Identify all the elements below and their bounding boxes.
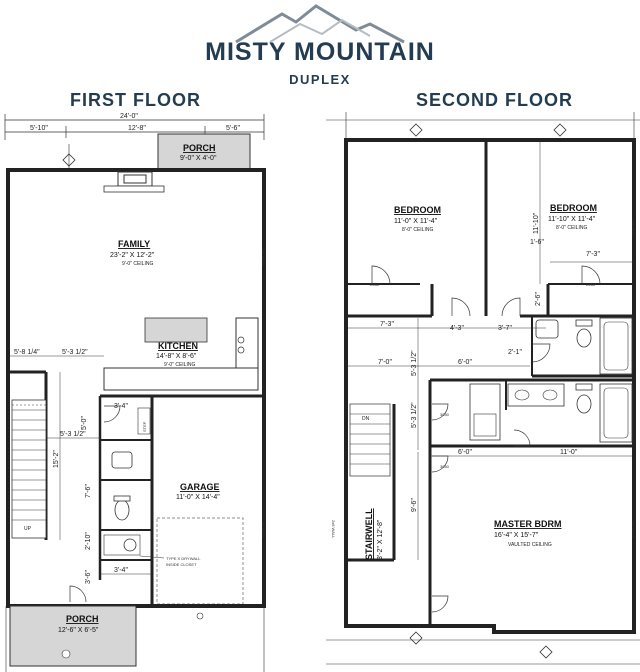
porch-bottom-name: PORCH [66,614,99,624]
dim-2-6: 2'-6" [535,292,542,306]
dim-5-3b: 5'-3 1/2" [60,431,86,438]
dim-5-3d: 5'-3 1/2" [411,402,418,428]
stair-dn-label: DN [362,416,370,422]
dim-left: 5'-10" [30,125,48,132]
bedroom-left-name: BEDROOM [394,205,441,215]
dim-9-6: 9'-6" [411,498,418,512]
tag-window-1: 3050 [440,412,450,417]
dim-3-7: 3'-7" [498,325,512,332]
mountain-logo [235,4,405,44]
bedroom-left-size: 11'-0" X 11'-4" [394,218,438,225]
step-label: STEP [142,421,147,432]
bedroom-right-ceiling: 8'-0" CEILING [556,225,587,231]
dim-5-3a: 5'-3 1/2" [62,349,88,356]
dim-2-10: 2'-10" [85,532,92,550]
family-name: FAMILY [118,239,150,249]
dim-2-1: 2'-1" [508,349,522,356]
dim-6-0a: 6'-0" [458,359,472,366]
kitchen-size: 14'-8" X 8'-6" [156,353,197,360]
dim-15-2: 15'-2" [53,450,60,468]
brand-title: MISTY MOUNTAIN [205,38,435,66]
kitchen-ceiling: 9'-0" CEILING [164,362,195,368]
drywall-note-2: INSIDE CLOSET [166,562,197,567]
first-floor-plan: 24'-0" 5'-10" 12'-8" 5'-6" PORCH 9'-0" X… [4,113,266,672]
garage-size: 11'-0" X 14'-4" [176,494,220,501]
second-floor-plan: BEDROOM 11'-0" X 11'-4" 8'-0" CEILING BE… [326,112,640,665]
dim-5-3c: 5'-3 1/2" [411,350,418,376]
porch-top-name: PORCH [183,143,216,153]
stairwell-size: 3'-2" X 12'-8" [377,519,384,560]
dim-5-0: 5'-0" [81,416,88,430]
dim-7-0: 7'-0" [378,359,392,366]
master-ceiling: VAULTED CEILING [508,542,552,548]
second-floor-title: SECOND FLOOR [416,90,574,110]
master-size: 16'-4" X 15'-7" [494,532,539,539]
porch-top-size: 9'-0" X 4'-0" [180,155,217,162]
dim-3-4a: 3'-4" [114,403,128,410]
dim-11-0: 11'-0" [560,449,578,456]
dim-6-0b: 6'-0" [458,449,472,456]
dim-3-6: 3'-6" [85,570,92,584]
tag-door-2: 2668 [586,282,596,287]
second-wall-label-2: 2x6 WALL [631,520,636,539]
dim-4-3: 4'-3" [450,325,464,332]
porch-bottom-size: 12'-6" X 6'-5" [58,627,99,634]
bedroom-right-name: BEDROOM [550,203,597,213]
tag-door-1: 2668 [370,282,380,287]
dim-5-8: 5'-8 1/4" [14,349,40,356]
first-floor-title: FIRST FLOOR [70,90,201,110]
drywall-note-1: TYPE X DRYWALL [166,556,201,561]
dim-7-6: 7'-6" [85,484,92,498]
stairwell-name: STAIRWELL [364,508,374,560]
dim-mid: 12'-8" [128,125,146,132]
kitchen-name: KITCHEN [158,341,198,351]
stair-up-label: UP [24,526,32,532]
dim-11-10: 11'-10" [533,212,540,234]
tag-window-2: 3050 [440,464,450,469]
dim-right: 5'-6" [226,125,240,132]
dim-1-6: 1'-6" [530,239,544,246]
first-wall-label-1: 2x6 WALL [261,248,266,267]
family-ceiling: 9'-0" CEILING [122,261,153,267]
dim-7-3a: 7'-3" [586,251,600,258]
dim-3-4b: 3'-4" [114,567,128,574]
dim-overall-width: 24'-0" [120,113,138,120]
first-wall-label-2: 2x6 WALL [261,520,266,539]
brand-subtitle: DUPLEX [289,72,351,87]
dim-7-3b: 7'-3" [380,321,394,328]
master-name: MASTER BDRM [494,519,562,529]
bedroom-left-ceiling: 8'-0" CEILING [402,227,433,233]
second-wall-label-3: 2x6 WALL [331,520,336,539]
bedroom-right-size: 11'-10" X 11'-4" [548,216,596,223]
second-wall-label-1: 2x6 WALL [631,220,636,239]
garage-name: GARAGE [180,482,220,492]
family-size: 23'-2" X 12'-2" [110,252,155,259]
